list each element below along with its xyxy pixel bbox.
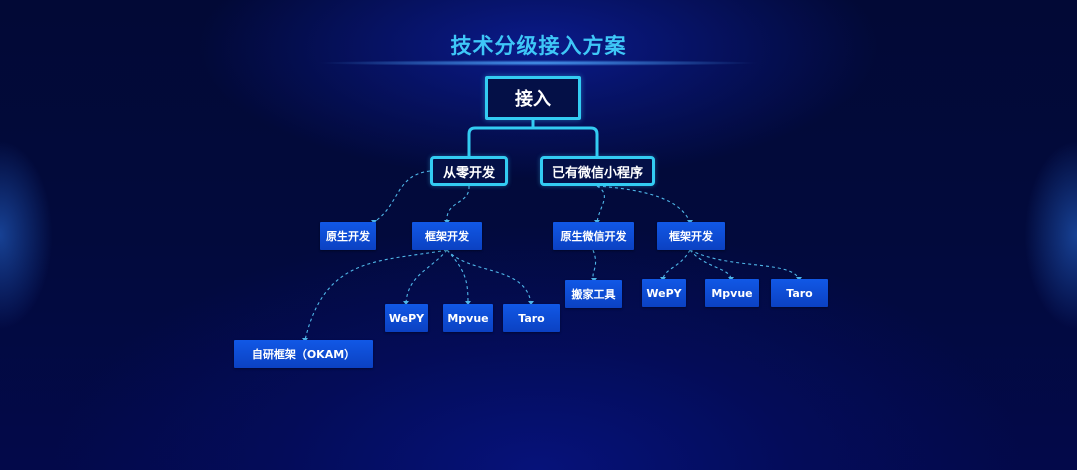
node-okam: 自研框架（OKAM） [234,340,373,368]
title-underline-glow [318,60,758,66]
branch-existing-miniprogram: 已有微信小程序 [540,156,655,186]
root-node: 接入 [485,76,581,120]
link-frameworka-wepy [405,249,448,304]
root-connector [467,120,599,156]
node-native-dev: 原生开发 [320,222,376,250]
arrow-mpvue-a [465,301,471,305]
node-move-tool: 搬家工具 [565,280,622,308]
arrow-taro-a [528,301,534,305]
branch-from-scratch: 从零开发 [430,156,508,186]
node-native-wechat-dev: 原生微信开发 [553,222,634,250]
link-frameworka-taro [446,249,532,304]
link-frameworkb-taro [689,249,800,280]
link-scratch-framework [446,185,470,223]
link-scratch-native [373,170,431,223]
page-title: 技术分级接入方案 [450,34,627,58]
node-wepy-a: WePY [385,304,428,332]
link-frameworka-okam [304,249,448,341]
link-frameworkb-mpvue [689,249,732,280]
link-frameworka-mpvue [446,249,469,304]
node-wepy-b: WePY [642,279,686,307]
node-mpvue-a: Mpvue [443,304,493,332]
node-taro-b: Taro [771,279,828,307]
node-taro-a: Taro [503,304,560,332]
node-framework-dev-b: 框架开发 [657,222,725,250]
right-side-glow [1007,130,1077,340]
link-nativewechat-movetool [592,249,597,281]
node-framework-dev-a: 框架开发 [412,222,482,250]
arrow-wepy-a [403,301,409,305]
left-side-glow [0,130,70,340]
link-existing-nativewechat [596,185,605,223]
link-existing-framework [596,185,691,223]
link-frameworkb-wepy [662,249,691,280]
node-mpvue-b: Mpvue [705,279,759,307]
